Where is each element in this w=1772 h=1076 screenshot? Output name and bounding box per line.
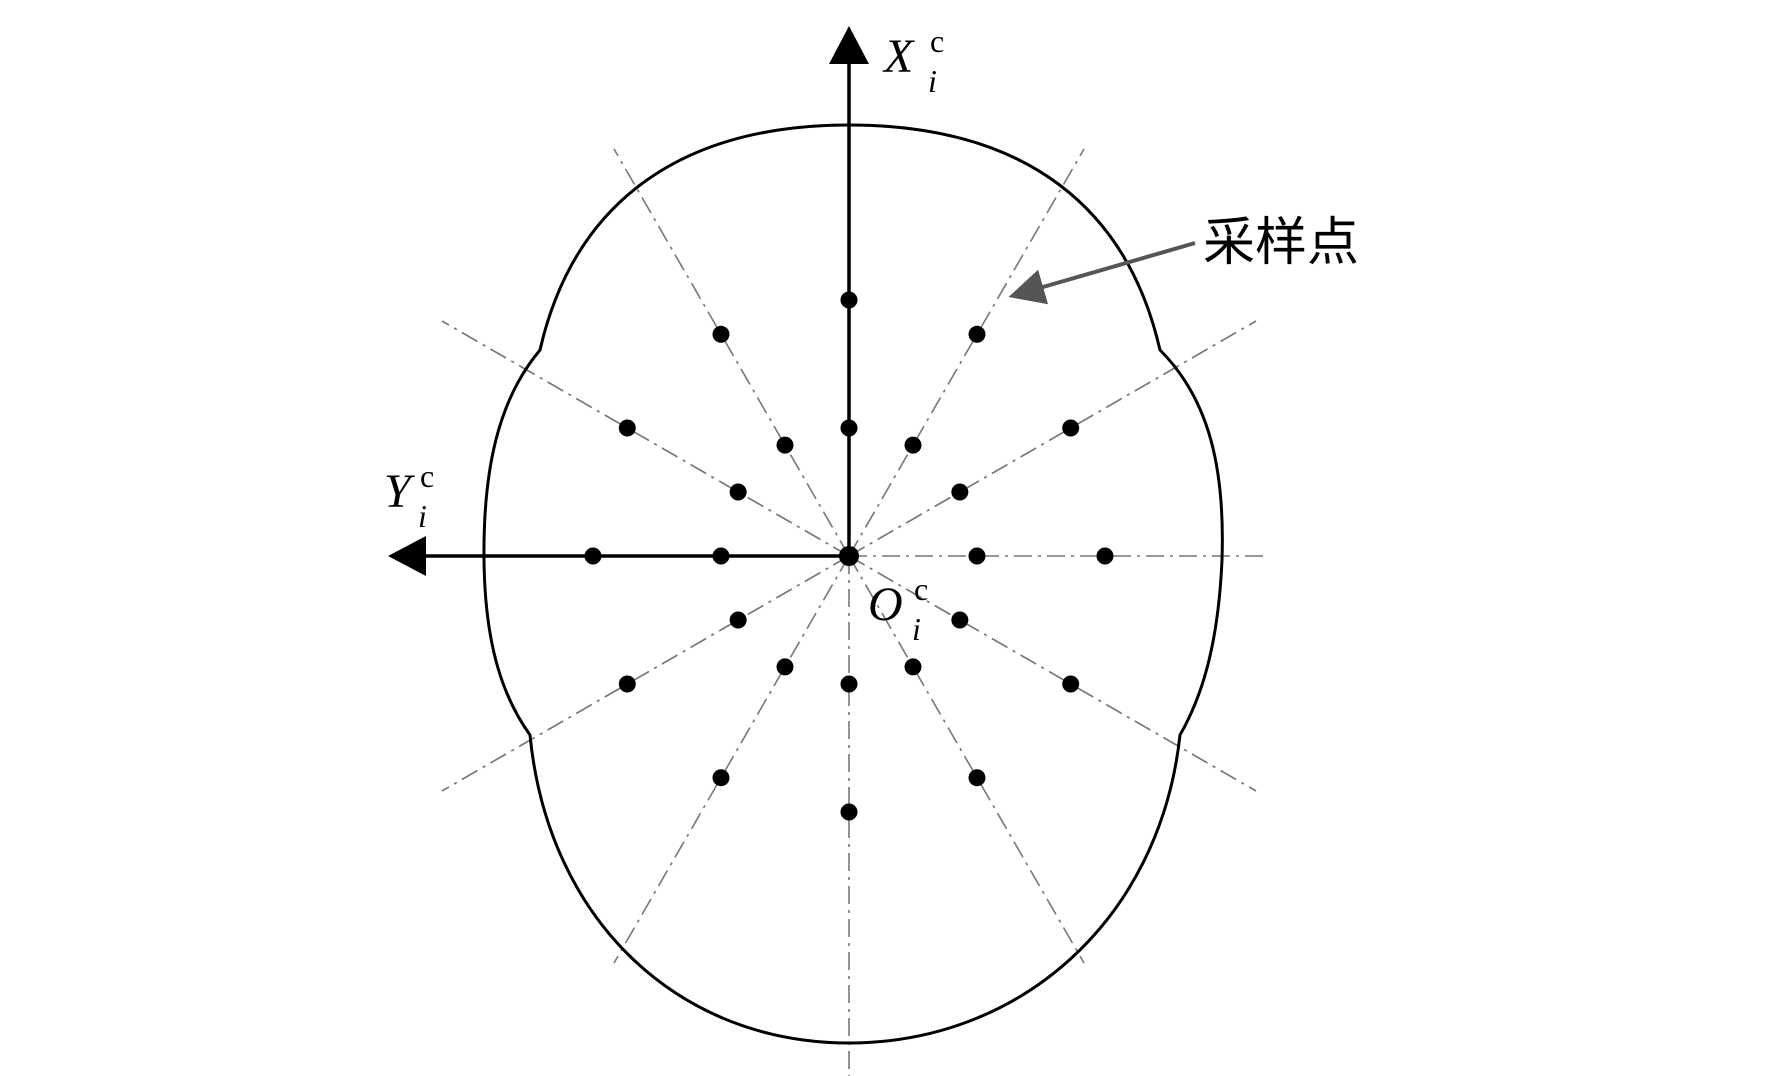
- sampling-point-label: 采样点: [1203, 213, 1359, 273]
- guide-ray: [848, 555, 1257, 792]
- x-axis-arrowhead: [829, 26, 869, 64]
- guide-ray: [441, 320, 850, 557]
- sampling-point: [618, 419, 636, 437]
- sampling-points: [584, 291, 1114, 821]
- guide-ray: [441, 555, 850, 792]
- x-axis-label: X c i: [882, 23, 944, 99]
- sampling-point: [584, 547, 602, 565]
- sampling-point: [1062, 419, 1080, 437]
- y-axis-label-main: Y: [384, 465, 415, 518]
- guide-ray: [848, 320, 1257, 557]
- sampling-point: [1062, 675, 1080, 693]
- sampling-point: [840, 419, 858, 437]
- origin-label-sup: c: [914, 571, 928, 607]
- sampling-point: [776, 436, 794, 454]
- guide-ray: [848, 148, 1085, 557]
- guide-ray: [848, 555, 1085, 964]
- sampling-point: [712, 769, 730, 787]
- origin-label-sub: i: [912, 611, 921, 647]
- sampling-point: [951, 611, 969, 629]
- y-axis-label: Y c i: [384, 458, 434, 534]
- origin-label: O c i: [868, 571, 928, 647]
- sampling-point: [968, 547, 986, 565]
- guide-ray: [613, 148, 850, 557]
- sampling-point: [968, 325, 986, 343]
- sampling-point: [904, 658, 922, 676]
- coordinate-axes: [388, 26, 869, 576]
- origin-label-main: O: [868, 578, 903, 631]
- sampling-point: [729, 483, 747, 501]
- sampling-point: [712, 325, 730, 343]
- sampling-point: [840, 291, 858, 309]
- x-axis-label-sup: c: [930, 23, 944, 59]
- sampling-point: [729, 611, 747, 629]
- sampling-point: [776, 658, 794, 676]
- sampling-point: [840, 675, 858, 693]
- sampling-point: [712, 547, 730, 565]
- sampling-point: [904, 436, 922, 454]
- sampling-point: [840, 803, 858, 821]
- y-axis-arrowhead: [388, 536, 426, 576]
- y-axis-label-sup: c: [420, 458, 434, 494]
- sampling-point-pointer: [1008, 241, 1196, 305]
- x-axis-label-main: X: [882, 30, 915, 83]
- origin-point: [839, 546, 859, 566]
- sampling-point: [951, 483, 969, 501]
- x-axis-label-sub: i: [928, 63, 937, 99]
- y-axis-label-sub: i: [418, 498, 427, 534]
- sampling-point: [968, 769, 986, 787]
- radial-guide-lines: [441, 148, 1269, 1076]
- cross-section-outline: [482, 123, 1224, 1045]
- sampling-point: [618, 675, 636, 693]
- sampling-point: [1096, 547, 1114, 565]
- guide-ray: [613, 555, 850, 964]
